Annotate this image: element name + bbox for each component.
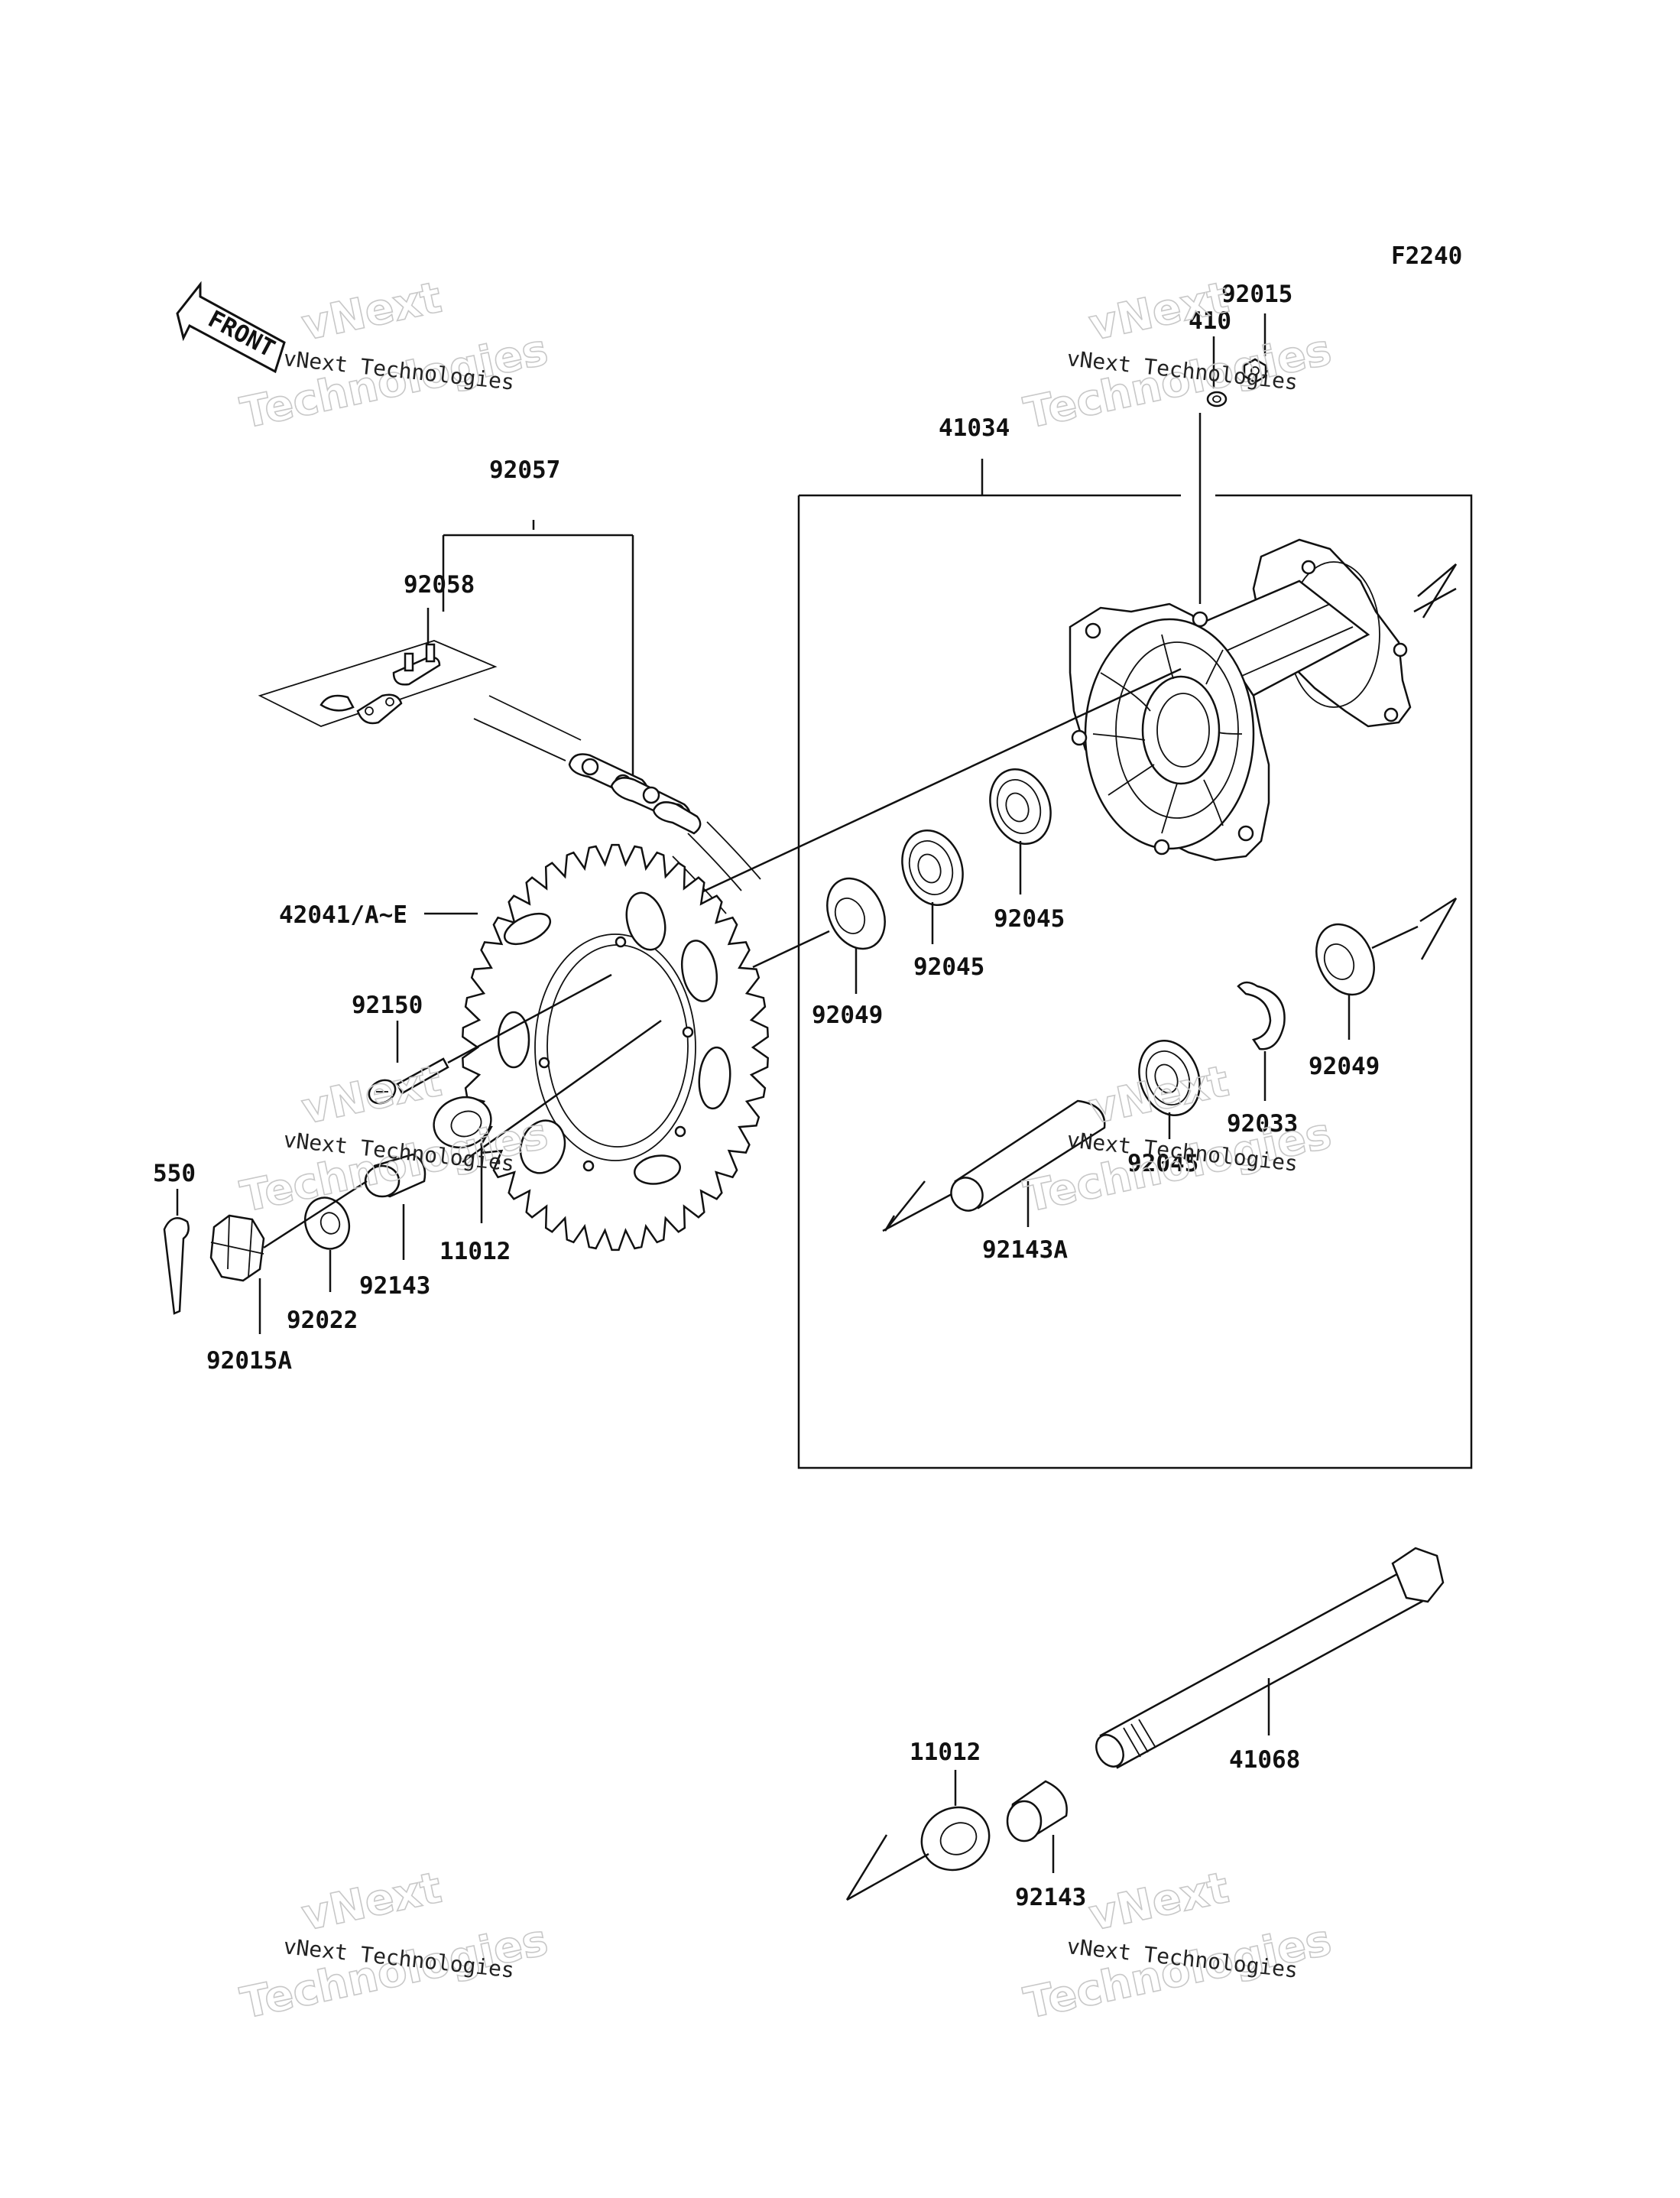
master-link-kit-icon (258, 640, 498, 727)
svg-text:vNext: vNext (297, 1863, 446, 1941)
collar-92143-left-icon (364, 1153, 426, 1198)
label-41034: 41034 (939, 414, 1010, 442)
label-92033: 92033 (1227, 1110, 1298, 1138)
castle-nut-92015A-icon (209, 1214, 265, 1282)
label-92058: 92058 (404, 571, 475, 599)
oil-seal-11012-bottom-icon (920, 1806, 991, 1872)
nut-92015-icon (1243, 358, 1267, 384)
label-92045-a: 92045 (913, 953, 984, 981)
hub-assembly-frame (797, 459, 1473, 1469)
label-92057: 92057 (489, 456, 560, 484)
label-92143-bottom: 92143 (1015, 1884, 1086, 1911)
bearing-92045-b-icon (989, 768, 1052, 845)
bearing-92045-a-icon (901, 830, 964, 906)
label-410: 410 (1189, 307, 1231, 335)
figure-code: F2240 (1391, 242, 1462, 270)
label-92143A: 92143A (982, 1236, 1068, 1264)
svg-text:vNext: vNext (1085, 273, 1233, 351)
label-92015A: 92015A (206, 1347, 292, 1375)
rear-sprocket-icon (462, 843, 769, 1252)
drive-chain-icon (473, 695, 761, 914)
watermark-top-left: vNext Technologies vNext Technologies (236, 272, 553, 439)
label-92049-left: 92049 (812, 1002, 883, 1029)
collar-92143-bottom-icon (1006, 1780, 1068, 1842)
circlip-92033-icon (1237, 981, 1286, 1050)
watermark-mid-right: vNext Technologies vNext Technologies (1020, 1056, 1337, 1222)
cotter-pin-550-icon (163, 1217, 190, 1315)
washer-410-icon (1206, 391, 1228, 407)
label-92022: 92022 (287, 1307, 358, 1334)
label-92150: 92150 (352, 992, 423, 1019)
label-92015: 92015 (1221, 281, 1292, 308)
watermark-bottom-left: vNext Technologies vNext Technologies (236, 1862, 553, 2029)
bearing-92045-c-icon (1138, 1040, 1201, 1116)
label-92143-left: 92143 (359, 1272, 430, 1300)
label-92045-c: 92045 (1127, 1150, 1198, 1177)
axle-41068-icon (1095, 1547, 1445, 1769)
label-550: 550 (153, 1160, 196, 1187)
oil-seal-92049-right-icon (1315, 923, 1375, 996)
spacer-92143A-icon (950, 1099, 1106, 1212)
label-11012-left: 11012 (439, 1238, 511, 1265)
label-42041: 42041/A~E (279, 901, 407, 929)
label-41068: 41068 (1229, 1746, 1300, 1774)
label-92045-b: 92045 (994, 905, 1065, 933)
rear-hub-icon (1069, 538, 1412, 862)
washer-92022-icon (303, 1196, 351, 1250)
oil-seal-92049-left-icon (826, 877, 886, 950)
svg-text:vNext: vNext (1085, 1863, 1233, 1941)
oil-seal-11012-icon (433, 1096, 492, 1149)
svg-text:vNext: vNext (297, 273, 446, 351)
svg-text:vNext: vNext (297, 1057, 446, 1135)
front-arrow-icon: FRONT (176, 281, 286, 374)
sprocket-bolt-92150-icon (368, 1057, 449, 1105)
label-11012-bottom: 11012 (910, 1739, 981, 1766)
label-92049-right: 92049 (1309, 1053, 1380, 1080)
chain-leaders (426, 520, 634, 776)
